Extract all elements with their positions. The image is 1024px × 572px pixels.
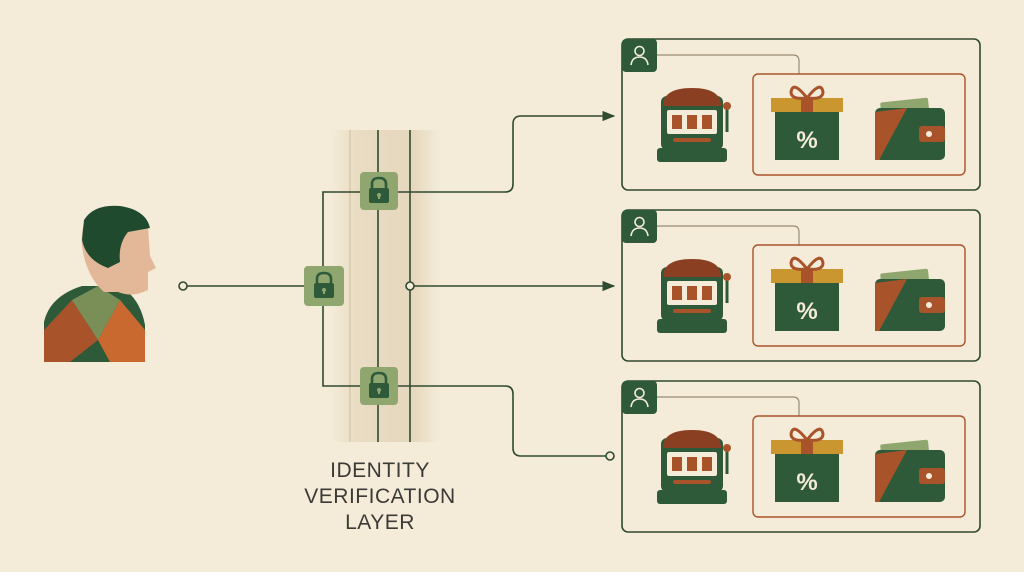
layer-label-line2: VERIFICATION (304, 485, 456, 508)
branch-lines (322, 110, 616, 457)
person-silhouette-icon (44, 205, 156, 362)
padlock-icon (304, 266, 344, 306)
middle-connector-dot (405, 281, 415, 291)
account-card-3 (621, 380, 982, 534)
person-connector (178, 281, 305, 291)
account-card-1 (621, 38, 982, 192)
bottom-connector-dot (605, 451, 615, 461)
padlock-icon (360, 367, 398, 405)
layer-label-line3: LAYER (345, 511, 415, 534)
verification-layer-label: IDENTITY VERIFICATION LAYER (300, 458, 460, 536)
layer-label-line1: IDENTITY (330, 459, 430, 482)
account-cards (621, 38, 982, 534)
account-card-2 (621, 209, 982, 363)
padlock-icon (360, 172, 398, 210)
